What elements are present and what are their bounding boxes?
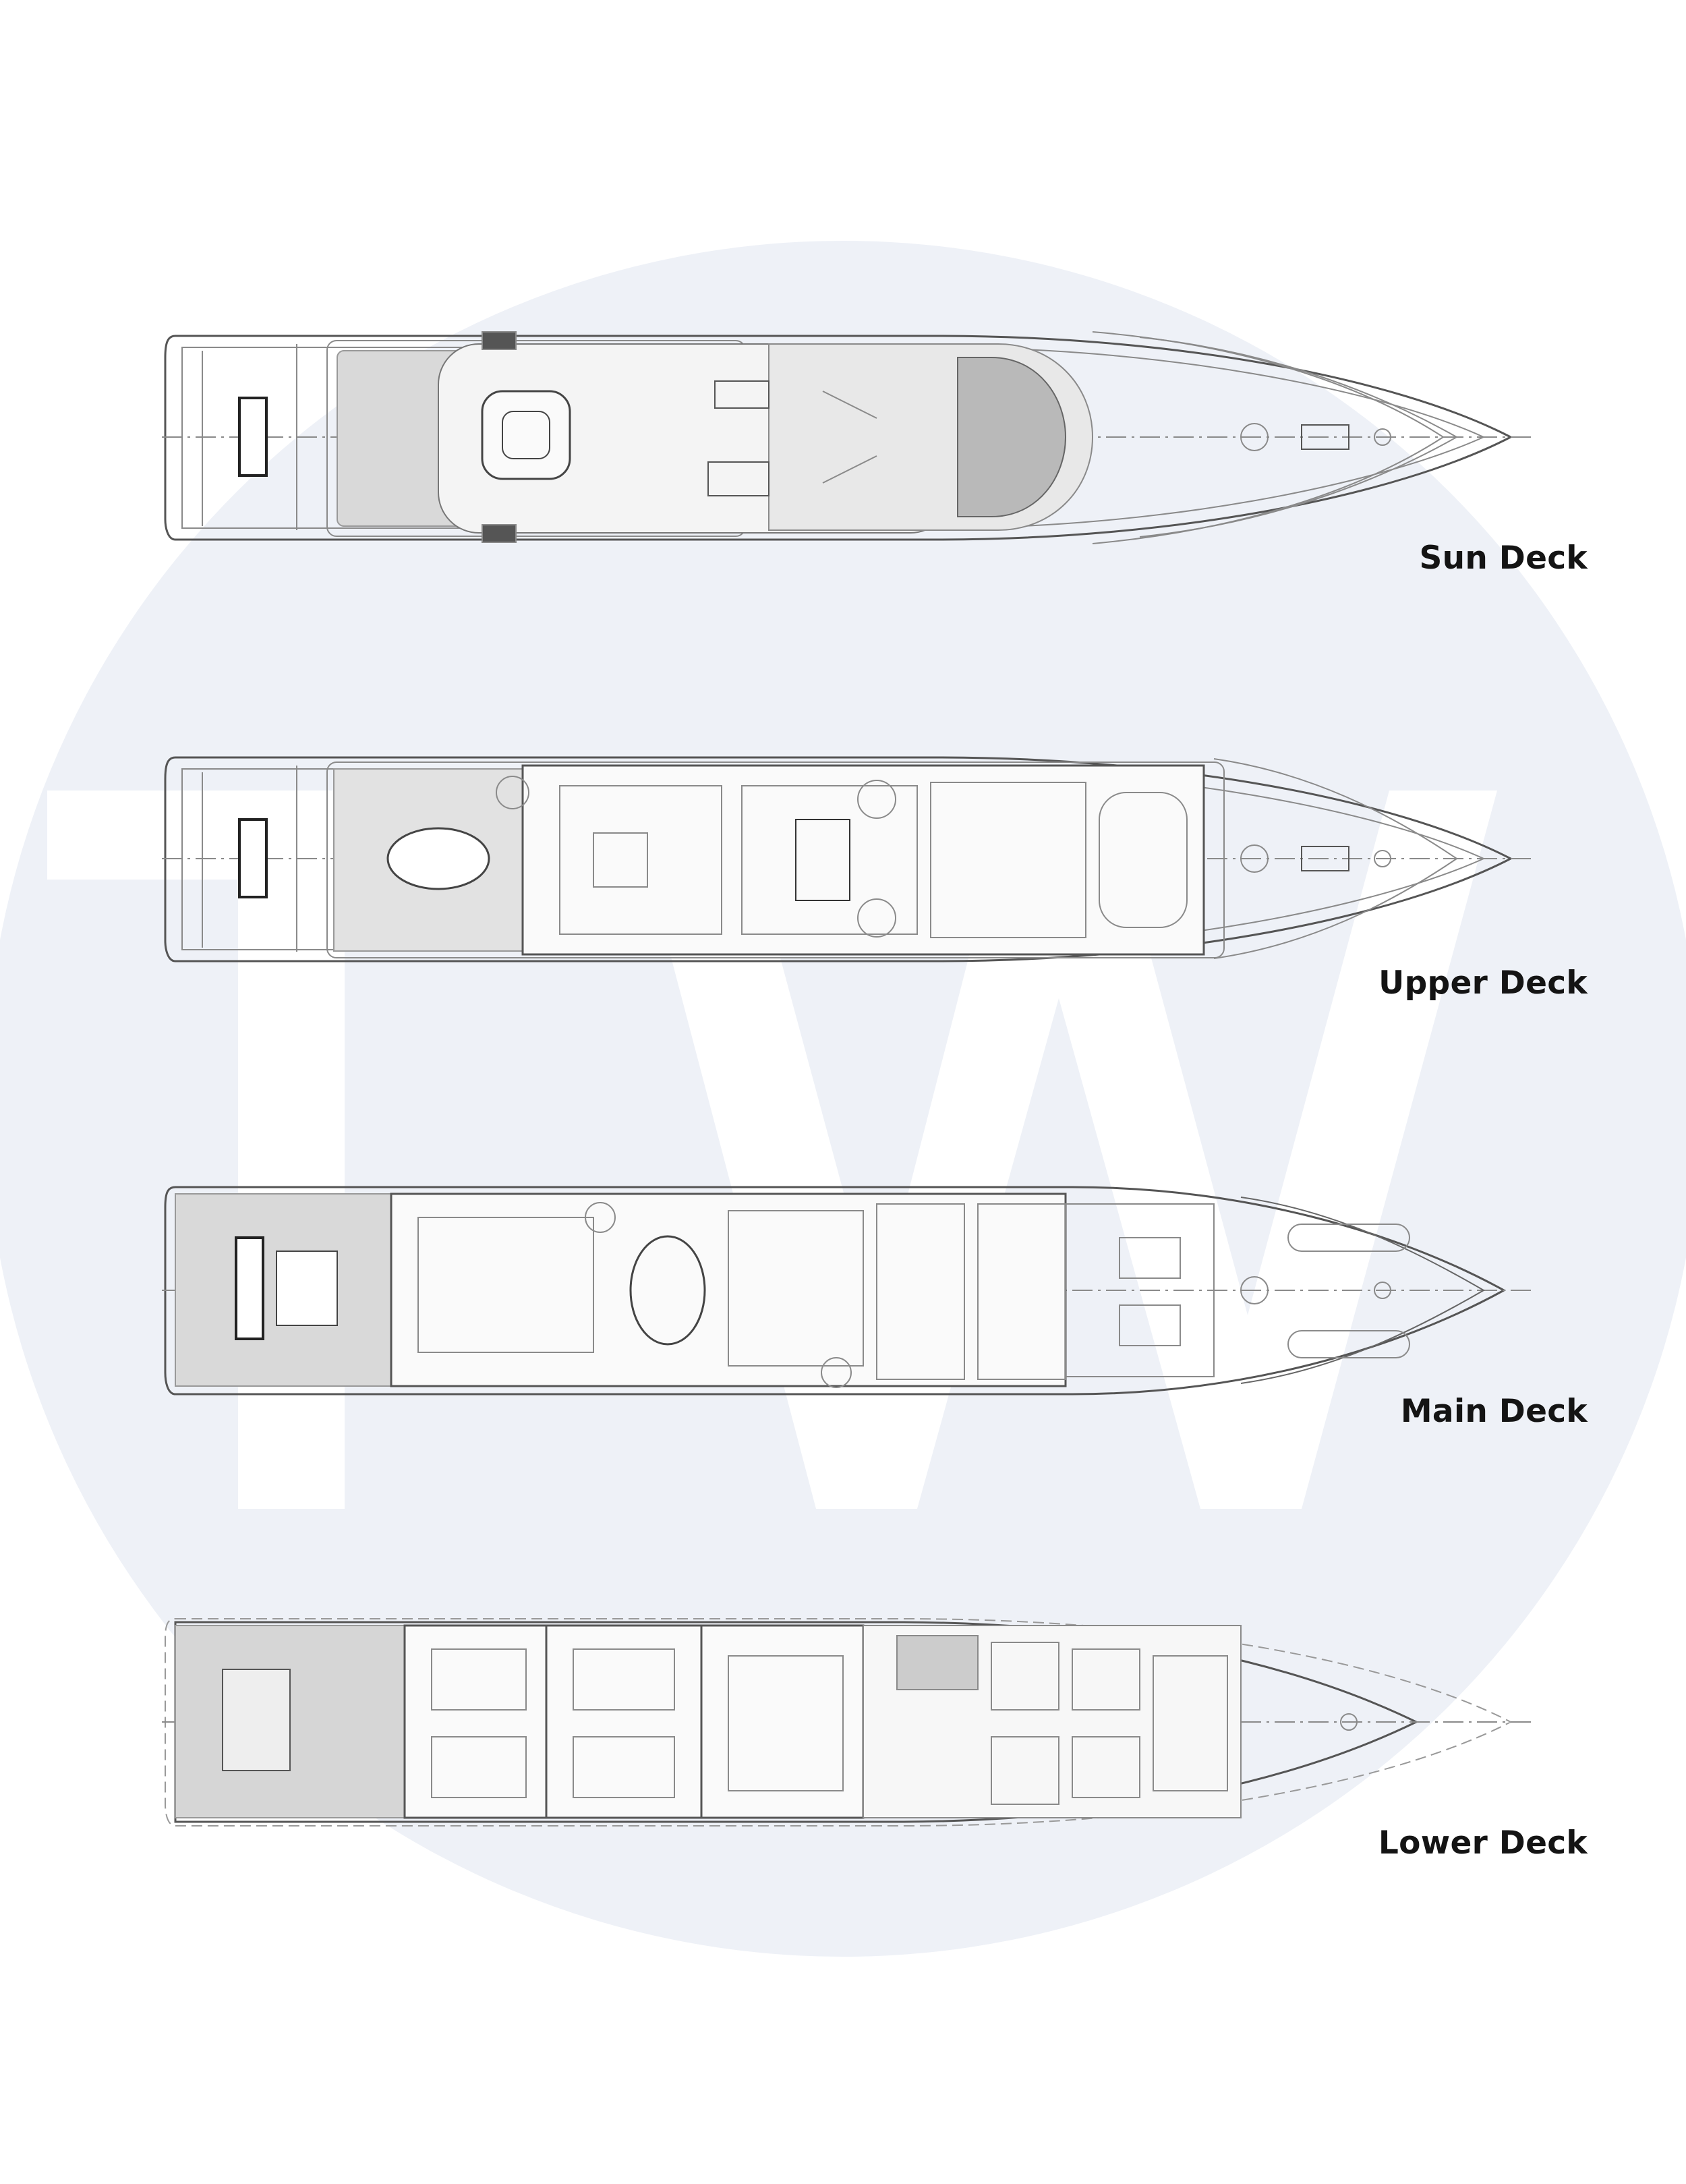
deck-label-sun: Sun Deck bbox=[1419, 540, 1588, 577]
lower-deck-drawing bbox=[162, 1618, 1531, 1827]
main-deck-plan bbox=[162, 1177, 1531, 1406]
deck-label-lower: Lower Deck bbox=[1378, 1824, 1588, 1862]
sun-deck-plan bbox=[162, 324, 1531, 553]
main-deck-drawing bbox=[162, 1186, 1531, 1396]
sun-deck-drawing bbox=[162, 331, 1531, 544]
deck-label-main: Main Deck bbox=[1400, 1393, 1588, 1430]
upper-deck-drawing bbox=[162, 756, 1531, 962]
lower-deck-plan bbox=[162, 1609, 1531, 1838]
upper-deck-plan bbox=[162, 745, 1531, 975]
deck-label-upper: Upper Deck bbox=[1378, 965, 1588, 1002]
